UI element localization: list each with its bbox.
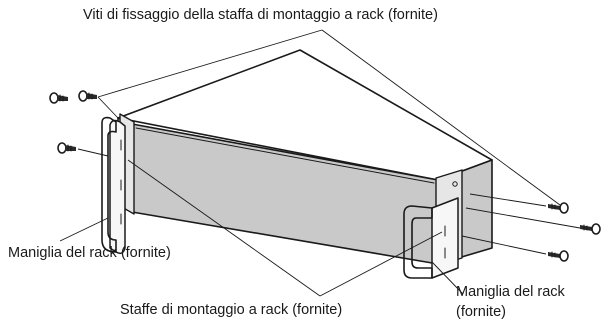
label-rack-handle-left: Maniglia del rack (fornite) (8, 245, 171, 261)
right-handle-grip (403, 205, 433, 279)
label-rack-brackets: Staffe di montaggio a rack (fornite) (120, 302, 342, 318)
left-handle-grip (101, 116, 117, 253)
screw-right-mid (580, 223, 601, 235)
left-rack-handle (101, 116, 126, 255)
screw-right-top (548, 202, 569, 214)
right-handle-body (431, 197, 459, 279)
label-screws: Viti di fissaggio della staffa di montag… (83, 7, 438, 23)
chassis-edge-line (135, 127, 435, 184)
label-rack-handle-right-line1: Maniglia del rack (456, 284, 566, 300)
screw-right-bottom (548, 250, 569, 262)
screw-left-bottom (57, 142, 76, 154)
callout-leaders (59, 29, 561, 297)
left-handle-body (109, 119, 126, 255)
label-rack-handle-right-line2: (fornite) (456, 304, 506, 320)
screw-left-top-2 (78, 90, 97, 102)
right-rack-handle (403, 197, 459, 279)
screw-guide-lines (77, 96, 581, 255)
right-bracket-hole-1 (452, 181, 458, 187)
screw-left-top-1 (49, 92, 68, 104)
